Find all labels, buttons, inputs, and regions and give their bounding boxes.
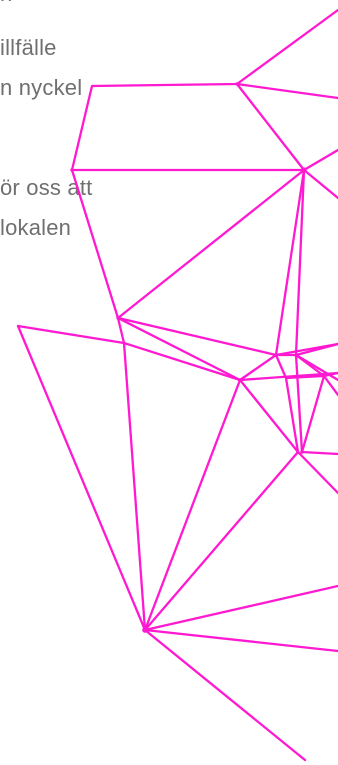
network-node <box>300 450 304 454</box>
network-node <box>142 627 148 633</box>
network-edge <box>18 326 145 630</box>
network-node <box>301 167 306 172</box>
text-line-illfalle: illfälle <box>0 30 57 66</box>
network-edge <box>237 84 338 98</box>
network-edge <box>72 170 304 318</box>
network-edge <box>276 355 298 452</box>
network-edge <box>276 344 338 355</box>
network-node <box>116 316 119 319</box>
network-edge <box>118 318 296 355</box>
network-edge <box>145 380 240 630</box>
network-edge <box>286 376 324 378</box>
network-edge <box>72 150 338 170</box>
network-edge <box>304 170 338 198</box>
network-edge <box>124 343 240 380</box>
network-node <box>235 82 238 85</box>
network-edge <box>302 373 338 452</box>
network-edge <box>145 630 338 651</box>
network-edge <box>296 170 338 355</box>
text-line-top: n <box>0 0 12 12</box>
network-node <box>274 353 278 357</box>
network-edge <box>276 170 304 355</box>
text-line-oss-att: ör oss att <box>0 170 92 206</box>
network-edge <box>72 10 338 170</box>
network-edge <box>145 630 305 760</box>
network-edge <box>296 355 302 452</box>
network-edge <box>296 355 338 380</box>
network-edge <box>240 380 338 493</box>
text-line-nyckel: n nyckel <box>0 70 82 106</box>
network-edge <box>302 452 338 454</box>
network-node <box>238 378 242 382</box>
network-edge <box>118 318 124 343</box>
network-node <box>294 353 298 357</box>
network-edge <box>145 586 338 630</box>
text-line-lokalen: lokalen <box>0 210 71 246</box>
network-edge <box>118 318 276 380</box>
network-edge <box>145 452 298 630</box>
network-edge <box>237 84 304 170</box>
network-edge <box>240 373 338 380</box>
network-edge <box>296 355 338 395</box>
network-edge <box>18 326 145 630</box>
